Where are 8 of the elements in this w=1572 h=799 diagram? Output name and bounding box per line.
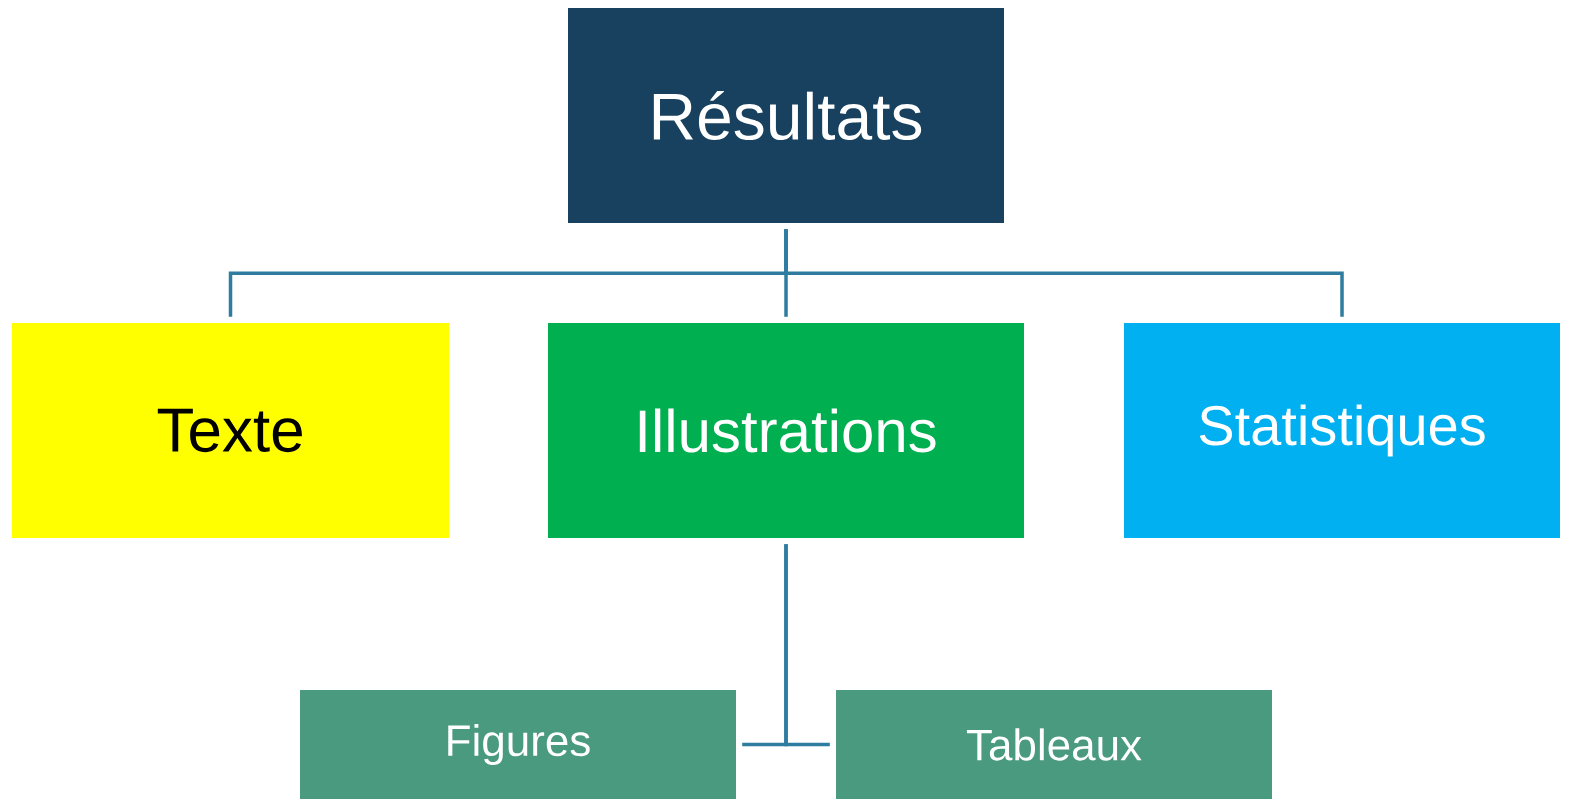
subcategory-box: Figures xyxy=(300,690,736,799)
connector-line xyxy=(784,229,1344,317)
root-box: Résultats xyxy=(568,8,1004,223)
subcategory-box: Tableaux xyxy=(836,690,1272,799)
category-box: Texte xyxy=(12,323,449,538)
category-box: Illustrations xyxy=(548,323,1024,538)
category-box: Statistiques xyxy=(1124,323,1560,538)
connector-line xyxy=(784,544,830,747)
